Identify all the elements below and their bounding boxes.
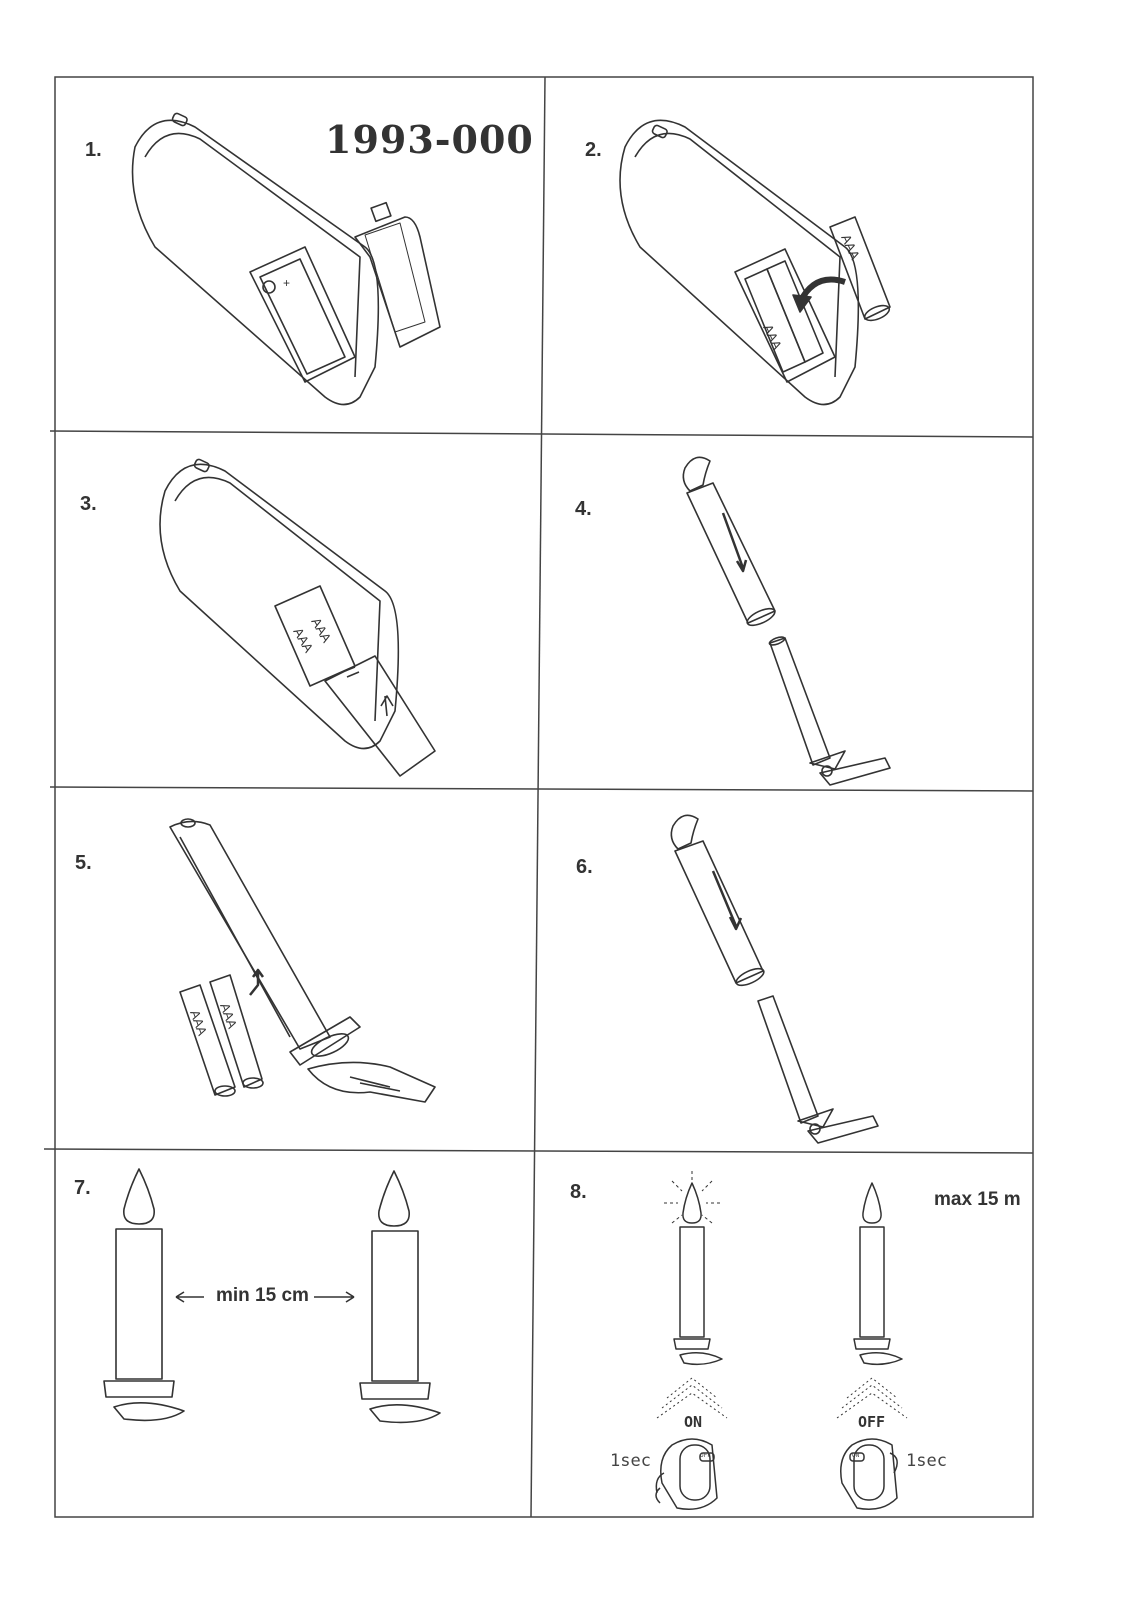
candle-open-illustration — [682, 456, 891, 786]
step-number: 1. — [85, 139, 102, 161]
step-number: 8. — [570, 1181, 587, 1203]
step-4-panel: 4. — [545, 433, 1033, 791]
spacing-illustration — [103, 1168, 441, 1424]
on-label: ON — [684, 1413, 703, 1431]
grid-frame — [43, 76, 1034, 1518]
remote-button-off-label: OFF — [700, 1452, 711, 1459]
remote-button-on-label: ON — [852, 1452, 860, 1459]
range-label: max 15 m — [934, 1189, 1021, 1210]
model-number: 1993-000 — [325, 117, 534, 162]
press-duration-on: 1sec — [610, 1451, 651, 1471]
instruction-grid: 1. 1993-000 + 2. — [40, 75, 1040, 1521]
step-5-panel: 5. AAA AAA — [50, 787, 538, 1149]
insert-batteries-illustration: AAA AAA — [619, 119, 891, 406]
step-1-panel: 1. 1993-000 + — [55, 77, 545, 431]
close-cover-illustration: AAA AAA — [159, 458, 436, 777]
step-3-panel: 3. AAA AAA — [55, 431, 545, 789]
distance-label: min 15 cm — [216, 1285, 309, 1306]
step-number: 4. — [575, 498, 592, 520]
remote-open-illustration: + — [131, 112, 441, 406]
step-number: 7. — [74, 1177, 91, 1199]
step-7-panel: 7. min 15 cm — [44, 1149, 532, 1517]
step-number: 3. — [80, 493, 97, 515]
step-number: 2. — [585, 139, 602, 161]
step-number: 5. — [75, 852, 92, 874]
press-duration-off: 1sec — [906, 1451, 947, 1471]
remote-control-illustration — [655, 1171, 908, 1510]
off-label: OFF — [858, 1413, 886, 1431]
step-6-panel: 6. — [538, 791, 1033, 1153]
svg-text:+: + — [283, 276, 290, 290]
step-2-panel: 2. AAA AAA — [545, 77, 1033, 433]
step-number: 6. — [576, 856, 593, 878]
step-8-panel: 8. max 15 m — [532, 1153, 1033, 1517]
candle-batteries-illustration: AAA AAA — [169, 818, 436, 1103]
battery-label: AAA — [760, 322, 785, 352]
candle-close-illustration — [670, 814, 879, 1144]
